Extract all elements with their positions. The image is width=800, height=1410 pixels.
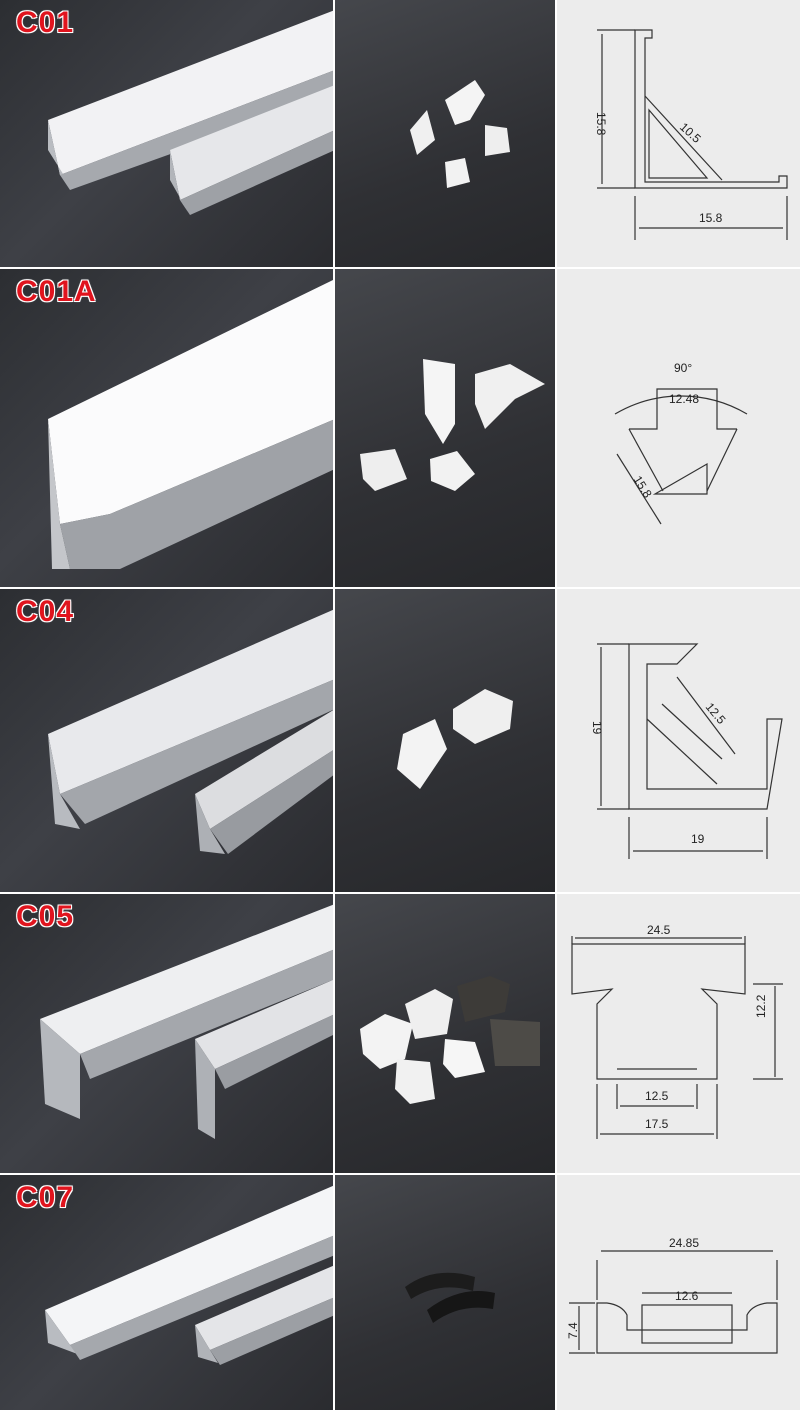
- dim-inner: 12.5: [645, 1089, 669, 1103]
- profile-row-c01a: C01A 90° 12.48 15.8: [0, 269, 800, 587]
- cross-section-c01a: 90° 12.48 15.8: [557, 269, 800, 587]
- end-caps-photo-c07: [335, 1175, 557, 1410]
- cross-section-c05: 24.5 12.2 12.5 17.5: [557, 894, 800, 1173]
- dim-diagonal: 10.5: [677, 120, 704, 146]
- profile-illustration-c01: [48, 10, 333, 215]
- dim-top: 24.85: [669, 1236, 699, 1250]
- profile-illustration-c01a: [48, 279, 333, 569]
- end-caps-photo-c04: [335, 589, 557, 892]
- profile-code-label: C01: [16, 6, 75, 39]
- cross-section-drawing-c05: 24.5 12.2 12.5 17.5: [571, 923, 783, 1139]
- profile-photo-c05: C05: [0, 894, 335, 1173]
- cross-section-drawing-c01a: 90° 12.48 15.8: [614, 361, 748, 525]
- dim-angle: 90°: [674, 361, 692, 375]
- profile-photo-c01: C01: [0, 0, 335, 267]
- profile-row-c05: C05: [0, 894, 800, 1173]
- dim-width: 15.8: [699, 211, 723, 225]
- end-caps-photo-c05: [335, 894, 557, 1173]
- dim-side: 15.8: [630, 473, 654, 501]
- profile-illustration-c05: [40, 904, 333, 1139]
- dim-inner: 12.6: [675, 1289, 699, 1303]
- dim-height: 7.4: [566, 1322, 580, 1339]
- profile-row-c01: C01 15.8 10.5 15.8: [0, 0, 800, 267]
- profile-photo-c04: C04: [0, 589, 335, 892]
- end-caps-illustration-c07: [405, 1272, 495, 1323]
- cross-section-c07: 24.85 12.6 7.4: [557, 1175, 800, 1410]
- end-caps-photo-c01a: [335, 269, 557, 587]
- profile-code-label: C04: [16, 595, 75, 628]
- profile-photo-c07: C07: [0, 1175, 335, 1410]
- cross-section-c01: 15.8 10.5 15.8: [557, 0, 800, 267]
- profile-illustration-c04: [48, 609, 333, 854]
- dim-top: 24.5: [647, 923, 671, 937]
- dim-height: 15.8: [594, 112, 608, 136]
- end-caps-photo-c01: [335, 0, 557, 267]
- cross-section-c04: 19 12.5 19: [557, 589, 800, 892]
- cross-section-drawing-c01: 15.8 10.5 15.8: [594, 29, 788, 240]
- profile-code-label: C01A: [16, 275, 97, 308]
- profile-illustration-c07: [45, 1185, 333, 1365]
- end-caps-illustration-c01: [410, 80, 510, 188]
- dim-height: 19: [590, 721, 604, 735]
- dim-diagonal: 12.5: [703, 700, 729, 727]
- dim-inner: 12.48: [669, 392, 699, 406]
- dim-bottom: 17.5: [645, 1117, 669, 1131]
- end-caps-illustration-c01a: [360, 359, 545, 491]
- profile-row-c04: C04 19 12.5 19: [0, 589, 800, 892]
- profile-code-label: C05: [16, 900, 75, 933]
- cross-section-drawing-c04: 19 12.5 19: [590, 643, 783, 859]
- profile-row-c07: C07 24.85 12.6 7.4: [0, 1175, 800, 1410]
- cross-section-drawing-c07: 24.85 12.6 7.4: [566, 1236, 778, 1354]
- profile-photo-c01a: C01A: [0, 269, 335, 587]
- dim-width: 19: [691, 832, 705, 846]
- end-caps-illustration-c05: [360, 976, 540, 1104]
- end-caps-illustration-c04: [397, 689, 513, 789]
- dim-height: 12.2: [754, 994, 768, 1018]
- profile-code-label: C07: [16, 1181, 75, 1214]
